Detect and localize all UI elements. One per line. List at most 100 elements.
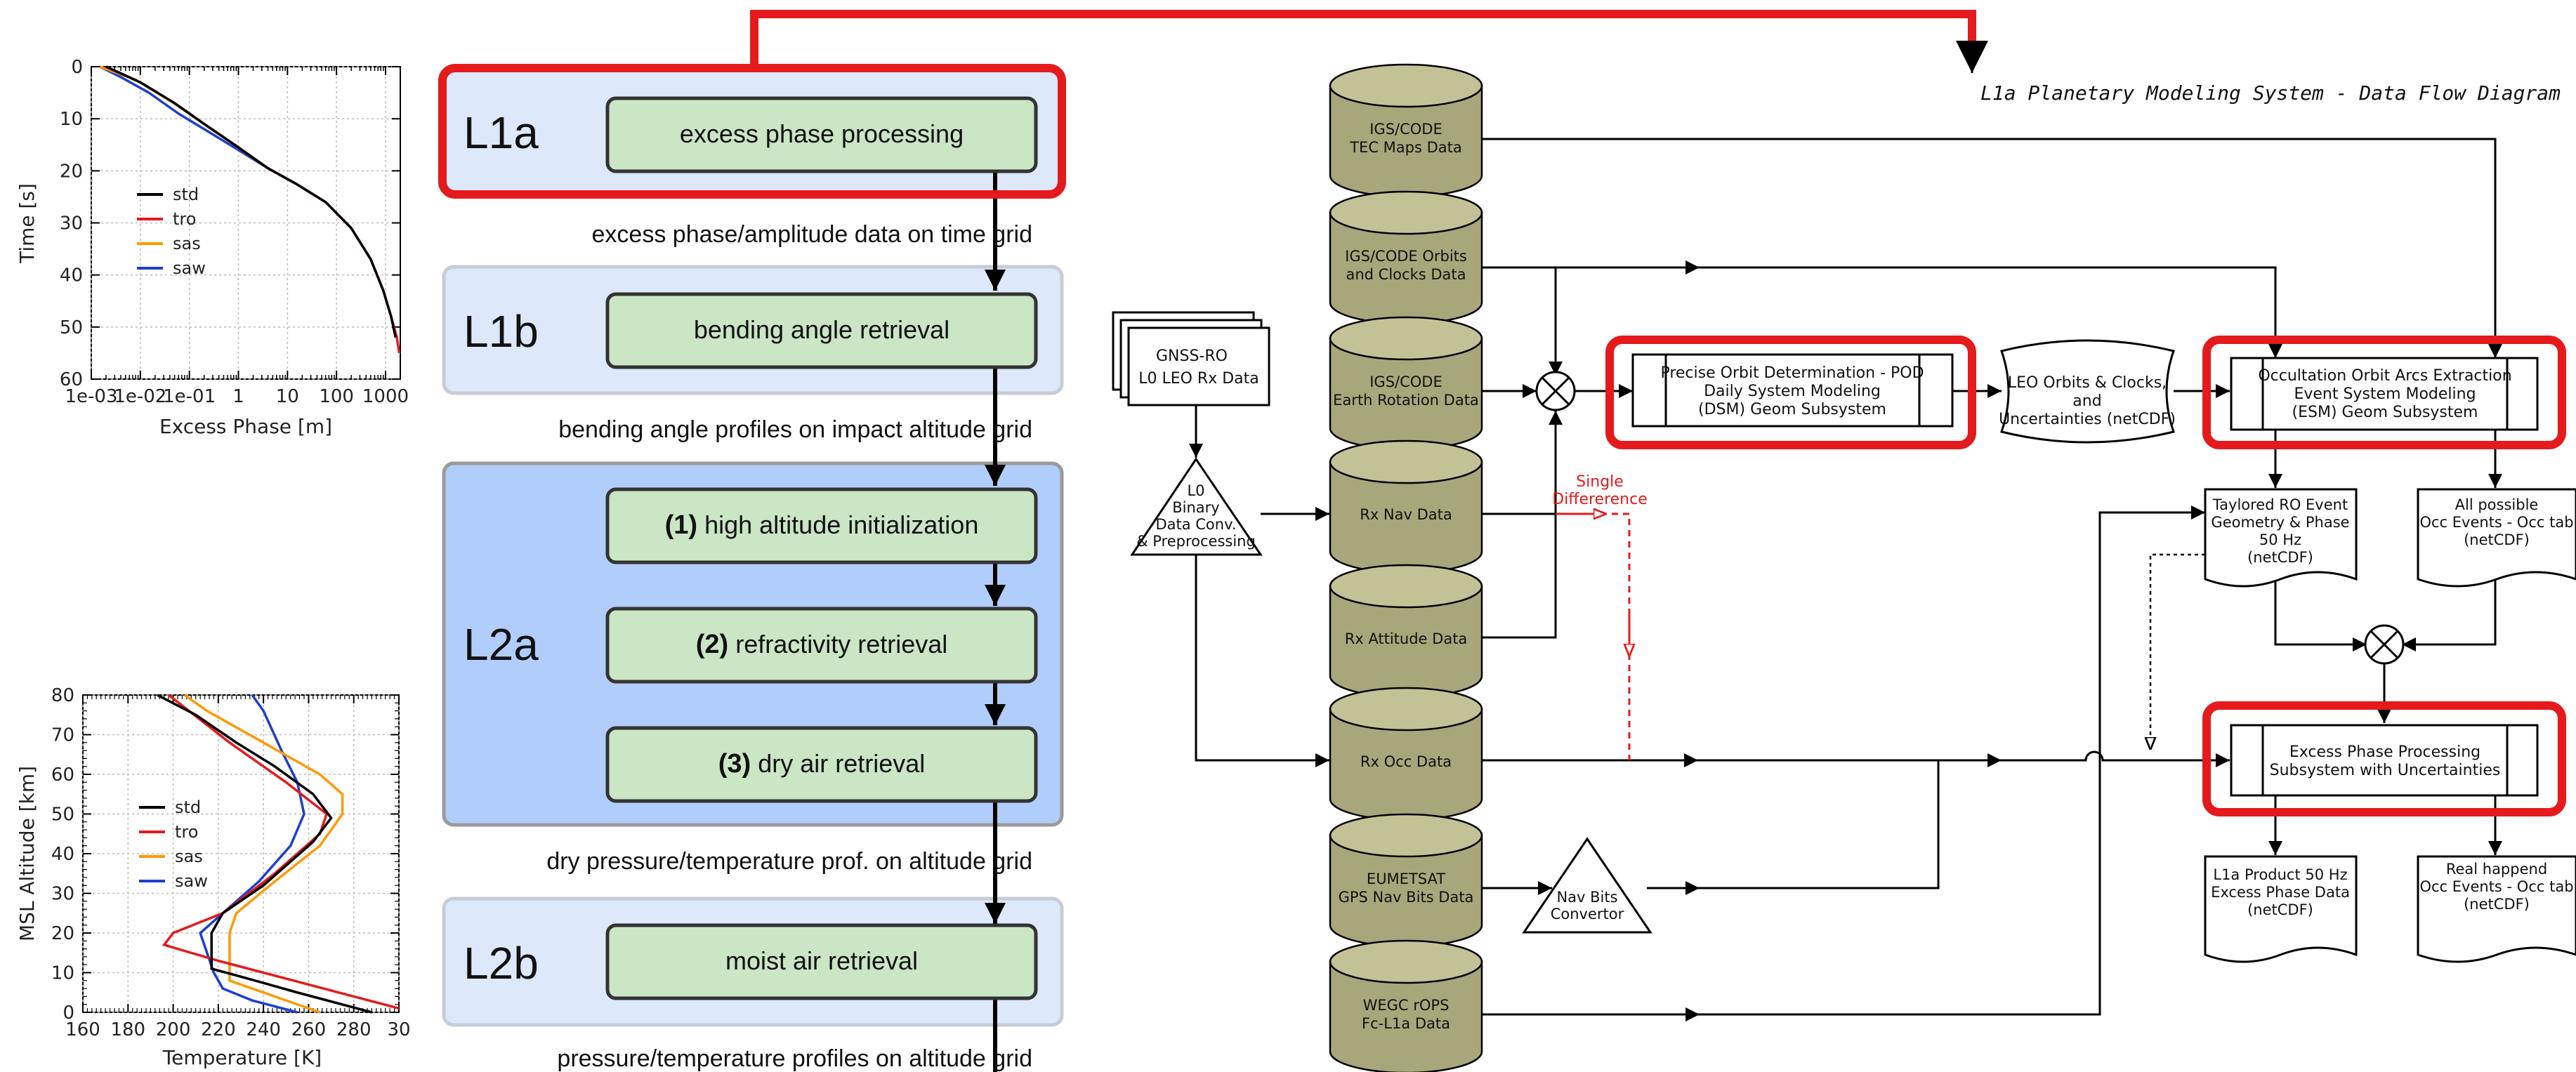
y-tick-label: 10 [60, 109, 83, 130]
x-tick-label: 160 [65, 1019, 100, 1040]
svg-text:Occ Events - Occ tab: Occ Events - Occ tab [2419, 878, 2573, 895]
all-possible-occ-events-doc: All possible Occ Events - Occ tab (netCD… [2417, 488, 2576, 588]
svg-text:(1) high altitude initializati: (1) high altitude initialization [665, 510, 979, 540]
combine-junction-icon [1535, 371, 1576, 411]
svg-text:All possible: All possible [2455, 496, 2539, 513]
x-tick-label: 220 [201, 1019, 236, 1040]
svg-text:& Preprocessing: & Preprocessing [1136, 533, 1256, 550]
x-tick-label: 200 [156, 1019, 191, 1040]
pod-subsystem: Precise Orbit Determination - POD Daily … [1605, 336, 1976, 449]
legend-label: sas [175, 847, 203, 866]
svg-text:(netCDF): (netCDF) [2464, 896, 2530, 913]
svg-text:(ESM) Geom Subsystem: (ESM) Geom Subsystem [2292, 404, 2478, 421]
database-label: WEGC rOPS [1363, 997, 1450, 1014]
database-label: Fc-L1a Data [1362, 1015, 1450, 1032]
step-box: excess phase processing [605, 96, 1038, 173]
nav-bits-convertor-triangle: Nav Bits Convertor [1522, 837, 1652, 934]
y-tick-label: 70 [51, 725, 74, 746]
svg-text:L0: L0 [1187, 482, 1204, 499]
svg-text:Convertor: Convertor [1551, 906, 1624, 922]
series-line-std [157, 694, 372, 1014]
series-line-sas [183, 694, 344, 1014]
database-label: IGS/CODE Orbits [1345, 248, 1467, 265]
x-tick-label: 1e-03 [65, 386, 117, 407]
svg-text:Daily System Modeling: Daily System Modeling [1704, 383, 1881, 400]
y-tick-label: 0 [71, 57, 83, 78]
legend-label: std [175, 798, 201, 817]
database-label: TEC Maps Data [1349, 139, 1462, 156]
svg-text:(2) refractivity retrieval: (2) refractivity retrieval [696, 630, 948, 659]
svg-text:LEO Orbits & Clocks,: LEO Orbits & Clocks, [2008, 374, 2167, 392]
x-tick-label: 280 [336, 1019, 372, 1040]
x-tick-label: 260 [291, 1019, 327, 1040]
legend-label: std [173, 185, 199, 204]
database-label: and Clocks Data [1346, 266, 1466, 283]
database-label: GPS Nav Bits Data [1339, 889, 1474, 906]
svg-text:Excess Phase Data: Excess Phase Data [2211, 884, 2350, 901]
step-box: (1) high altitude initialization [605, 487, 1038, 564]
real-happend-occ-events-doc: Real happend Occ Events - Occ tab (netCD… [2417, 855, 2576, 963]
y-tick-label: 20 [51, 923, 74, 944]
x-tick-label: 10 [276, 386, 299, 407]
database-label: IGS/CODE [1369, 121, 1443, 138]
database-label: IGS/CODE [1369, 373, 1443, 390]
y-tick-label: 20 [60, 161, 83, 182]
svg-text:Uncertainties (netCDF): Uncertainties (netCDF) [1999, 411, 2176, 428]
svg-text:(netCDF): (netCDF) [2247, 901, 2313, 918]
y-tick-label: 40 [60, 265, 83, 286]
legend-label: tro [173, 209, 196, 229]
svg-text:Occultation Orbit Arcs Extract: Occultation Orbit Arcs Extraction [2258, 367, 2511, 385]
database-label: Rx Occ Data [1360, 753, 1452, 770]
single-difference-line [1556, 512, 1631, 760]
dotted-connector [2150, 553, 2205, 750]
svg-text:bending angle retrieval: bending angle retrieval [694, 315, 949, 344]
svg-text:Taylored RO Event: Taylored RO Event [2212, 496, 2348, 513]
svg-text:Precise Orbit Determination -: Precise Orbit Determination - POD [1660, 364, 1924, 382]
y-tick-label: 80 [51, 685, 74, 706]
step-box: (2) refractivity retrieval [605, 607, 1038, 684]
svg-text:Data Conv.: Data Conv. [1155, 516, 1236, 533]
y-tick-label: 50 [60, 317, 83, 338]
series-line-std [105, 65, 397, 338]
series-line-tro [162, 694, 400, 1010]
svg-text:Real happend: Real happend [2446, 861, 2547, 878]
svg-text:(3) dry air retrieval: (3) dry air retrieval [718, 749, 926, 779]
svg-text:Occ Events - Occ tab: Occ Events - Occ tab [2419, 514, 2573, 531]
svg-text:(netCDF): (netCDF) [2247, 549, 2313, 566]
x-tick-label: 180 [110, 1019, 145, 1040]
legend-label: saw [175, 871, 208, 891]
taylored-ro-event-doc: Taylored RO Event Geometry & Phase 50 Hz… [2204, 488, 2358, 588]
occultation-orbit-arcs-subsystem: Occultation Orbit Arcs Extraction Event … [2202, 336, 2566, 449]
svg-text:Nav Bits: Nav Bits [1556, 889, 1617, 906]
l1a-highlight [438, 10, 1988, 199]
output-label: bending angle profiles on impact altitud… [558, 416, 1032, 443]
y-axis-label: MSL Altitude [km] [15, 766, 39, 941]
legend-label: saw [173, 258, 206, 278]
svg-text:Geometry & Phase: Geometry & Phase [2211, 514, 2349, 531]
processing-pipeline: L1a L1b L2a L2b excess phase processing … [442, 66, 1064, 1072]
rx-occ-database: Rx Occ Data [1329, 687, 1483, 821]
rx-attitude-database: Rx Attitude Data [1329, 564, 1483, 699]
diagram-title: L1a Planetary Modeling System - Data Flo… [1980, 81, 2561, 105]
series-line-saw [199, 694, 305, 1014]
step-box: bending angle retrieval [605, 292, 1038, 369]
step-box: moist air retrieval [605, 923, 1038, 1000]
y-tick-label: 30 [60, 213, 83, 234]
x-axis-label: Excess Phase [m] [159, 415, 332, 438]
x-tick-label: 1000 [362, 386, 409, 407]
x-tick-label: 1e-02 [114, 386, 166, 407]
database-label: Rx Attitude Data [1345, 630, 1468, 647]
svg-text:L0 LEO Rx Data: L0 LEO Rx Data [1138, 370, 1259, 388]
x-axis-label: Temperature [K] [162, 1046, 322, 1069]
y-tick-label: 50 [51, 805, 74, 826]
rx-nav-database: Rx Nav Data [1329, 439, 1483, 574]
svg-text:and: and [2072, 392, 2101, 410]
y-tick-label: 40 [51, 844, 74, 865]
svg-text:Excess Phase Processing: Excess Phase Processing [2289, 743, 2480, 761]
